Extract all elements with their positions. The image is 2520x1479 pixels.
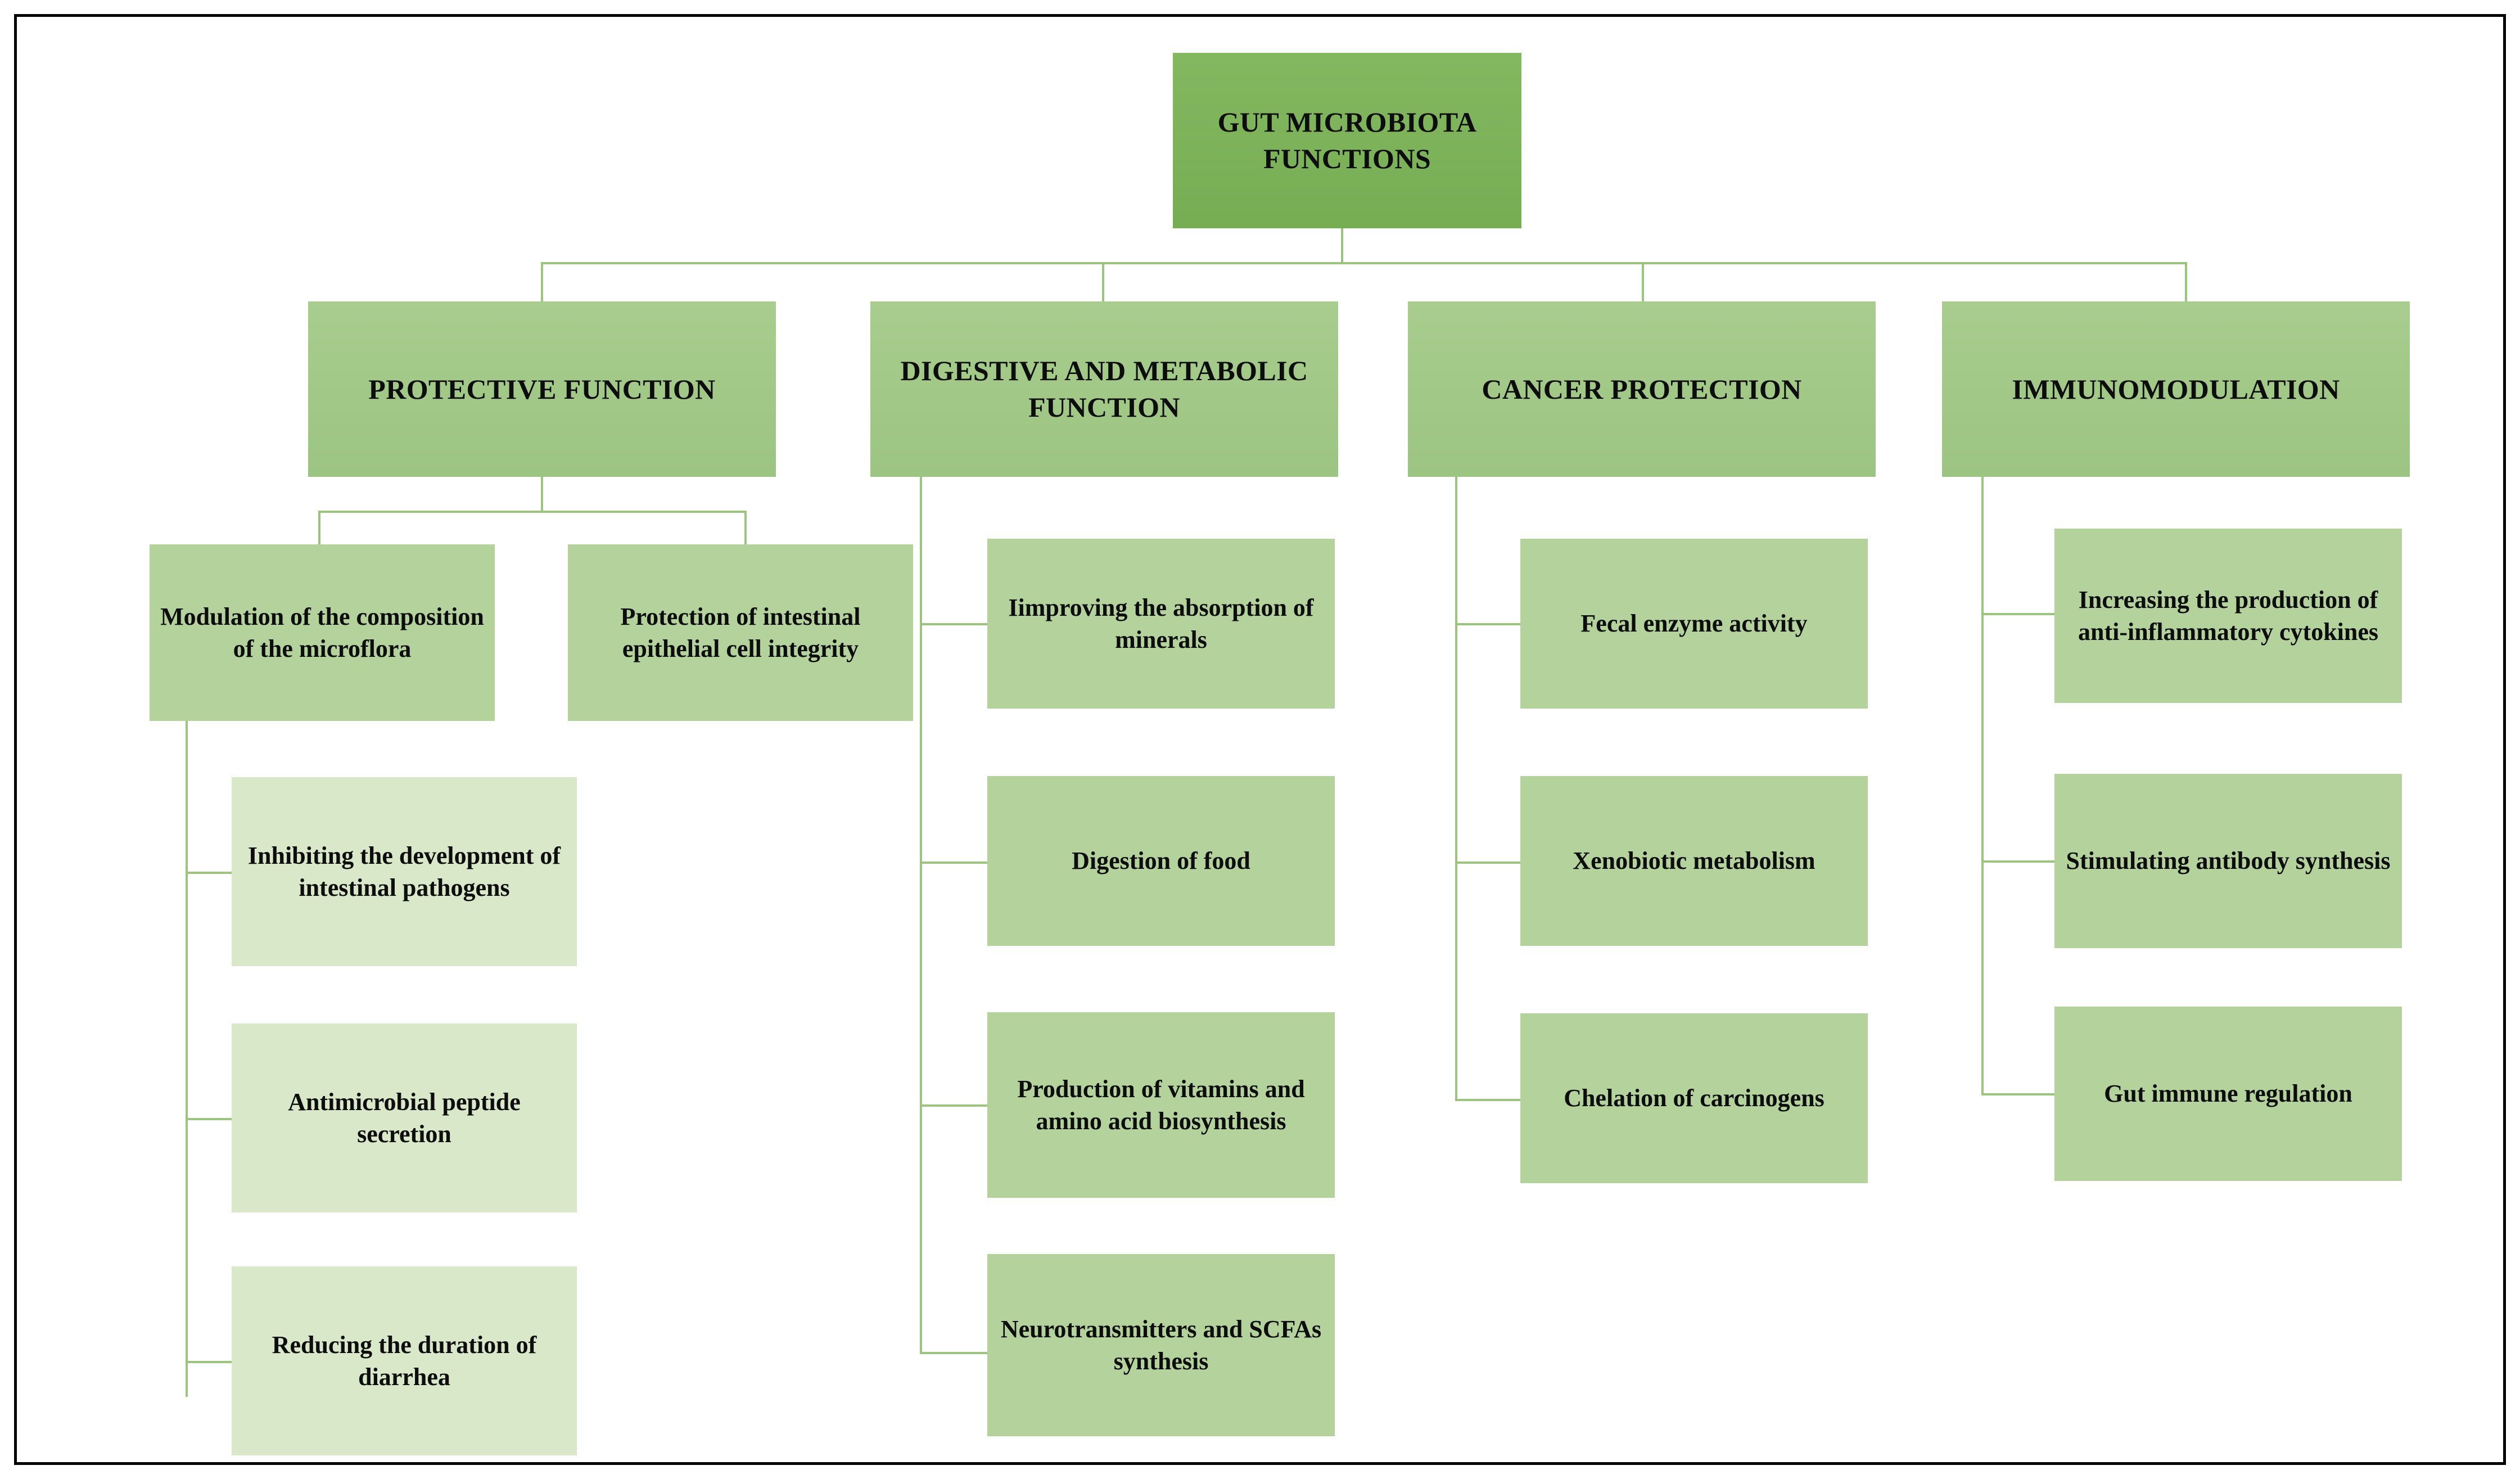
connector-immuno-to-cytokines (1981, 613, 2054, 615)
node-label: GUT MICROBIOTA FUNCTIONS (1217, 106, 1477, 174)
node-digestion-of-food[interactable]: Digestion of food (987, 776, 1335, 946)
connector-modulation-to-peptide (186, 1118, 232, 1120)
node-label: DIGESTIVE AND METABOLIC FUNCTION (900, 355, 1308, 423)
node-label: PROTECTIVE FUNCTION (368, 373, 716, 405)
node-protective-function[interactable]: PROTECTIVE FUNCTION (308, 301, 776, 477)
connector-digestive-spine (920, 477, 922, 1354)
connector-digestive-to-vitamins (920, 1104, 987, 1107)
node-label: Neurotransmitters and SCFAs synthesis (1000, 1315, 1322, 1375)
connector-immuno-spine (1981, 477, 1984, 1095)
node-label: Stimulating antibody synthesis (2066, 847, 2391, 875)
connector-digestive-to-digestion (920, 862, 987, 864)
connector-to-modulation (318, 511, 320, 544)
connector-to-epithelial (744, 511, 747, 544)
connector-drop-protective (541, 262, 543, 301)
diagram-outer-frame (14, 14, 2506, 1465)
node-label: Production of vitamins and amino acid bi… (1017, 1075, 1305, 1135)
connector-modulation-to-inhibiting (186, 872, 232, 874)
connector-cancer-to-chelation (1455, 1099, 1520, 1101)
connector-main-bus (541, 262, 2185, 264)
node-label: Reducing the duration of diarrhea (272, 1331, 537, 1391)
node-gut-immune-regulation[interactable]: Gut immune regulation (2054, 1007, 2402, 1181)
node-modulation-of-microflora[interactable]: Modulation of the composition of the mic… (150, 544, 495, 721)
node-cancer-protection[interactable]: CANCER PROTECTION (1408, 301, 1876, 477)
connector-modulation-spine (186, 721, 188, 1397)
connector-drop-digestive (1102, 262, 1104, 301)
node-reducing-duration-of-diarrhea[interactable]: Reducing the duration of diarrhea (232, 1266, 577, 1455)
connector-cancer-spine (1455, 477, 1457, 1101)
node-label: Iimproving the absorption of minerals (1008, 593, 1314, 653)
connector-modulation-to-diarrhea (186, 1361, 232, 1363)
connector-cancer-to-xenobiotic (1455, 862, 1520, 864)
connector-protective-stem (541, 477, 543, 512)
node-root-gut-microbiota-functions[interactable]: GUT MICROBIOTA FUNCTIONS (1173, 53, 1521, 228)
node-label: Protection of intestinal epithelial cell… (620, 602, 861, 662)
connector-root-stem (1341, 227, 1343, 264)
connector-drop-cancer (1642, 262, 1644, 301)
connector-drop-immuno (2185, 262, 2187, 301)
node-inhibiting-intestinal-pathogens[interactable]: Inhibiting the development of intestinal… (232, 777, 577, 966)
node-label: Chelation of carcinogens (1564, 1084, 1824, 1112)
node-label: Inhibiting the development of intestinal… (247, 841, 561, 901)
node-fecal-enzyme-activity[interactable]: Fecal enzyme activity (1520, 539, 1868, 709)
node-improving-absorption-of-minerals[interactable]: Iimproving the absorption of minerals (987, 539, 1335, 709)
connector-immuno-to-antibody (1981, 860, 2054, 863)
node-label: Increasing the production of anti-inflam… (2078, 585, 2379, 646)
node-antimicrobial-peptide-secretion[interactable]: Antimicrobial peptide secretion (232, 1023, 577, 1212)
node-chelation-of-carcinogens[interactable]: Chelation of carcinogens (1520, 1013, 1868, 1183)
node-label: Digestion of food (1072, 847, 1250, 875)
node-protection-of-epithelial-integrity[interactable]: Protection of intestinal epithelial cell… (568, 544, 913, 721)
node-label: Fecal enzyme activity (1580, 610, 1808, 638)
node-xenobiotic-metabolism[interactable]: Xenobiotic metabolism (1520, 776, 1868, 946)
connector-digestive-to-minerals (920, 623, 987, 625)
node-immunomodulation[interactable]: IMMUNOMODULATION (1942, 301, 2410, 477)
node-label: Xenobiotic metabolism (1573, 847, 1816, 875)
connector-digestive-to-scfa (920, 1352, 987, 1354)
node-label: Gut immune regulation (2104, 1080, 2352, 1108)
node-digestive-and-metabolic-function[interactable]: DIGESTIVE AND METABOLIC FUNCTION (870, 301, 1338, 477)
node-stimulating-antibody-synthesis[interactable]: Stimulating antibody synthesis (2054, 774, 2402, 948)
connector-protective-bus (318, 511, 747, 513)
node-label: IMMUNOMODULATION (2012, 373, 2340, 405)
connector-immuno-to-gutimmune (1981, 1093, 2054, 1095)
node-label: CANCER PROTECTION (1482, 373, 1802, 405)
node-label: Modulation of the composition of the mic… (160, 602, 484, 662)
connector-cancer-to-fecal (1455, 623, 1520, 625)
node-production-of-vitamins-amino-acids[interactable]: Production of vitamins and amino acid bi… (987, 1012, 1335, 1198)
node-neurotransmitters-scfas-synthesis[interactable]: Neurotransmitters and SCFAs synthesis (987, 1254, 1335, 1436)
node-increasing-anti-inflammatory-cytokines[interactable]: Increasing the production of anti-inflam… (2054, 529, 2402, 703)
node-label: Antimicrobial peptide secretion (288, 1088, 521, 1148)
